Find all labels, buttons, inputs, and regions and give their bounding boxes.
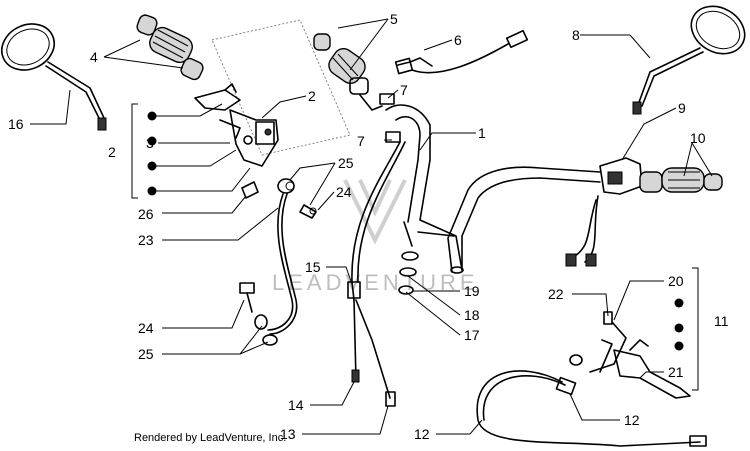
label-7-bottom: 7 <box>357 133 365 149</box>
label-3: 3 <box>146 135 154 151</box>
right-lever-assembly <box>569 311 691 399</box>
throttle-grip <box>313 29 529 111</box>
label-14: 14 <box>288 397 304 413</box>
label-17: 17 <box>464 327 480 343</box>
group-bullets-right <box>674 298 684 351</box>
label-26: 26 <box>138 206 154 222</box>
brake-hose <box>239 193 298 346</box>
label-15: 15 <box>305 259 321 275</box>
reference-panel <box>211 19 351 156</box>
label-12-lever: 12 <box>624 412 640 428</box>
screw-26 <box>241 181 259 199</box>
label-25-bottom: 25 <box>138 346 154 362</box>
long-cable <box>476 370 707 447</box>
label-18: 18 <box>464 307 480 323</box>
label-4: 4 <box>90 49 98 65</box>
label-24-top: 24 <box>336 184 352 200</box>
plugs-7 <box>379 93 401 143</box>
bracket-2 <box>131 103 138 199</box>
label-23: 23 <box>138 232 154 248</box>
label-6: 6 <box>454 32 462 48</box>
washers-17-19 <box>398 251 419 295</box>
right-switch-grip <box>565 157 723 267</box>
label-1: 1 <box>478 125 486 141</box>
watermark-logo <box>343 179 407 245</box>
label-19: 19 <box>464 283 480 299</box>
right-mirror <box>632 5 746 115</box>
label-20: 20 <box>668 273 684 289</box>
label-12-bottom: 12 <box>414 426 430 442</box>
label-9: 9 <box>678 100 686 116</box>
label-2-top: 2 <box>308 88 316 104</box>
group-bullets-left <box>147 111 157 196</box>
label-10: 10 <box>690 130 706 146</box>
label-16: 16 <box>8 116 24 132</box>
label-7-top: 7 <box>400 82 408 98</box>
label-22: 22 <box>548 286 564 302</box>
left-mirror <box>1 23 107 131</box>
callout-labels: 4 5 6 8 16 2 2 3 7 7 1 9 10 25 24 26 23 … <box>8 11 729 442</box>
throttle-cables <box>347 141 406 407</box>
left-lever-assembly <box>194 83 279 167</box>
label-24-bottom: 24 <box>138 320 154 336</box>
credit-text: Rendered by LeadVenture, Inc. <box>134 432 286 444</box>
label-2-group: 2 <box>108 144 116 160</box>
handlebar <box>385 104 601 274</box>
label-25-top: 25 <box>338 155 354 171</box>
label-11: 11 <box>714 313 729 329</box>
label-13: 13 <box>280 426 296 442</box>
leader-lines <box>30 18 713 435</box>
left-grip <box>136 14 204 81</box>
label-8: 8 <box>572 27 580 43</box>
bracket-11 <box>692 267 699 391</box>
fittings-25-24 <box>277 178 317 219</box>
label-21: 21 <box>668 364 684 380</box>
label-5: 5 <box>390 11 398 27</box>
